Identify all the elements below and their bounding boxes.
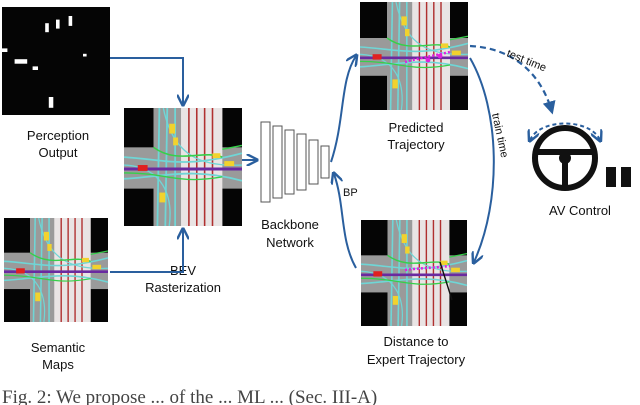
semantic-maps-image xyxy=(2,218,110,322)
bev-raster-image xyxy=(124,108,242,226)
distance-label-2: Expert Trajectory xyxy=(367,352,466,367)
arrow-semantic-to-bev xyxy=(110,230,183,273)
perception-label-2: Output xyxy=(38,145,77,160)
pause-bars-icon xyxy=(606,167,631,187)
arrow-train-time xyxy=(469,57,495,262)
figure-caption: Fig. 2: We propose ... of the ... ML ...… xyxy=(2,387,378,405)
backbone-label: Backbone xyxy=(261,217,319,232)
semantic-maps-label-2: Maps xyxy=(42,357,74,372)
distance-expert-image xyxy=(360,220,468,326)
arrow-bp-backprop xyxy=(334,174,357,269)
predicted-label-2: Trajectory xyxy=(387,137,445,152)
test-time-annotation: test time xyxy=(505,48,548,75)
predicted-label: Predicted xyxy=(389,120,444,135)
predicted-trajectory-image xyxy=(360,2,468,110)
arrow-test-time xyxy=(469,44,556,115)
perception-output-image xyxy=(2,7,110,115)
arrow-perception-to-bev xyxy=(110,57,183,104)
bp-annotation: BP xyxy=(343,187,358,199)
av-control-label: AV Control xyxy=(549,203,611,218)
backbone-network-icon xyxy=(260,121,330,203)
arrow-backbone-to-prediction xyxy=(330,56,356,163)
backbone-label-2: Network xyxy=(266,235,314,250)
semantic-maps-label: Semantic xyxy=(31,340,86,355)
perception-label: Perception xyxy=(27,128,89,143)
distance-label: Distance to xyxy=(383,334,448,349)
bev-label-2: Rasterization xyxy=(145,280,221,295)
steering-wheel-icon xyxy=(530,122,600,191)
